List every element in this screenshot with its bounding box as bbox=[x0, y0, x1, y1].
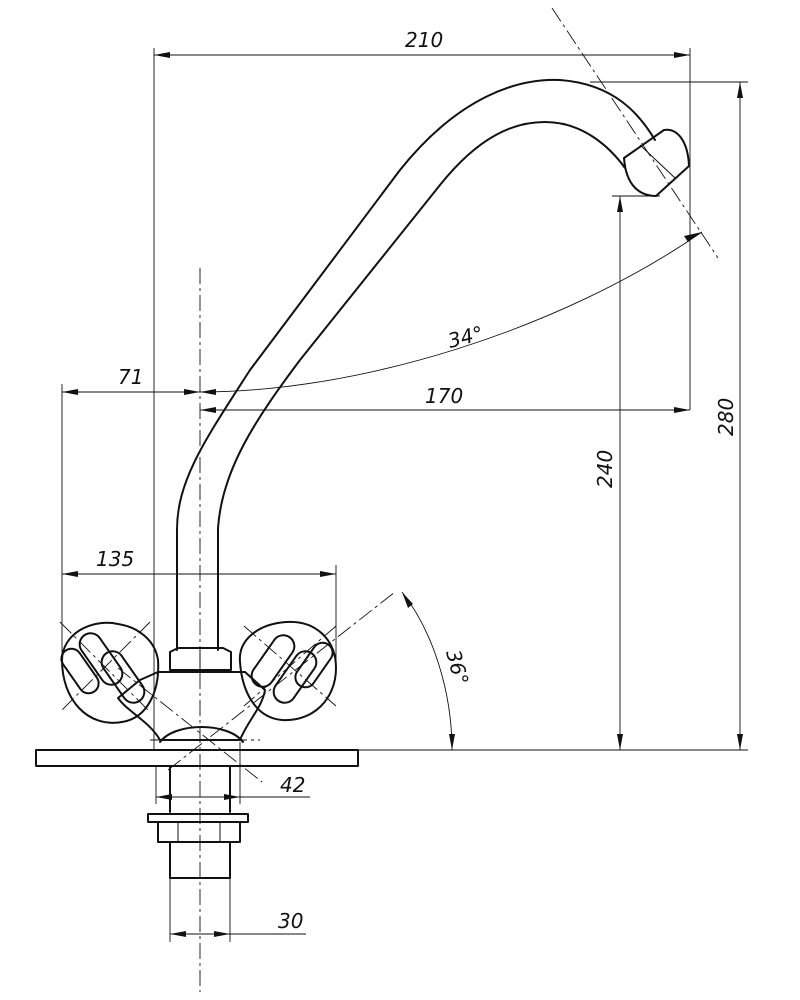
arrow-total-height-top bbox=[737, 82, 743, 98]
left-handle-groove-3 bbox=[60, 647, 100, 695]
threaded-stem bbox=[169, 841, 231, 879]
center-lines bbox=[59, 7, 719, 992]
dimension-total-reach: 210 bbox=[153, 28, 691, 750]
aerator bbox=[623, 128, 690, 197]
label-base-diameter: 42 bbox=[280, 773, 305, 797]
arrow-handle-span-left bbox=[62, 571, 78, 577]
arrow-total-height-bottom bbox=[737, 734, 743, 750]
dimension-handle-span: 135 bbox=[62, 547, 337, 660]
body-dome bbox=[159, 726, 244, 743]
left-handle-axis-b bbox=[59, 621, 151, 713]
label-handle-span: 135 bbox=[96, 547, 134, 571]
arrow-spout-height-top bbox=[617, 196, 623, 212]
dimension-handle-angle: 36° bbox=[401, 591, 474, 751]
arrow-spout-angle-right bbox=[684, 232, 702, 242]
shank bbox=[169, 765, 231, 813]
arrow-axis-offset-right bbox=[184, 389, 200, 395]
dimension-total-height: 280 bbox=[590, 81, 748, 750]
dimension-spout-height: 240 bbox=[358, 195, 748, 751]
valve-axis-right bbox=[167, 591, 396, 771]
dimension-spout-angle: 34° bbox=[199, 231, 703, 395]
mounting-plate bbox=[35, 749, 359, 767]
right-handle-groove-3 bbox=[294, 641, 334, 689]
right-handle-groove-1 bbox=[250, 634, 296, 688]
arrow-handle-span-right bbox=[320, 571, 336, 577]
spout-outer-profile bbox=[176, 78, 656, 651]
arrow-base-left bbox=[156, 794, 172, 800]
arrow-reach-right bbox=[674, 52, 690, 58]
arrow-axis-offset-left bbox=[62, 389, 78, 395]
label-shank-diameter: 30 bbox=[278, 909, 303, 933]
left-handle-groove-2 bbox=[100, 650, 146, 704]
arrow-shank-right bbox=[214, 931, 230, 937]
arrow-reach-left bbox=[154, 52, 170, 58]
arrow-handle-angle-top bbox=[402, 592, 413, 608]
dimension-base-diameter: 42 bbox=[155, 742, 310, 804]
arrow-handle-angle-bottom bbox=[449, 734, 455, 750]
label-total-reach: 210 bbox=[405, 28, 443, 52]
mixer-body bbox=[117, 671, 266, 741]
right-handle bbox=[238, 620, 337, 722]
left-handle-groove-1 bbox=[78, 632, 124, 686]
arrow-spout-offset-left bbox=[200, 407, 216, 413]
aerator-edge bbox=[639, 144, 676, 179]
label-spout-angle: 34° bbox=[445, 321, 485, 353]
swivel-nut bbox=[169, 647, 232, 671]
dimension-spout-offset: 170 bbox=[200, 384, 690, 413]
label-handle-angle: 36° bbox=[441, 647, 473, 687]
label-total-height: 280 bbox=[714, 398, 738, 436]
arrow-spout-offset-right bbox=[674, 407, 690, 413]
label-spout-height: 240 bbox=[593, 450, 617, 488]
arrow-base-right bbox=[224, 794, 240, 800]
label-spout-offset: 170 bbox=[425, 384, 463, 408]
dimension-axis-offset: 71 bbox=[61, 365, 200, 655]
valve-axis-left bbox=[117, 667, 263, 783]
arrow-spout-height-bottom bbox=[617, 734, 623, 750]
right-handle-outline bbox=[238, 620, 337, 722]
lock-nut bbox=[157, 821, 241, 843]
right-handle-groove-2 bbox=[272, 650, 318, 704]
aerator-axis bbox=[551, 7, 719, 259]
spout-inner-profile bbox=[217, 121, 626, 651]
washer bbox=[147, 813, 249, 823]
arc-spout-angle bbox=[199, 231, 703, 393]
label-axis-offset: 71 bbox=[118, 365, 143, 389]
arc-handle-angle bbox=[401, 591, 453, 751]
arrow-shank-left bbox=[170, 931, 186, 937]
dimension-shank-diameter: 30 bbox=[169, 878, 306, 942]
faucet-body bbox=[35, 78, 690, 879]
left-handle-outline bbox=[61, 621, 160, 724]
left-handle bbox=[60, 621, 160, 724]
arrow-spout-angle-left bbox=[200, 389, 216, 395]
